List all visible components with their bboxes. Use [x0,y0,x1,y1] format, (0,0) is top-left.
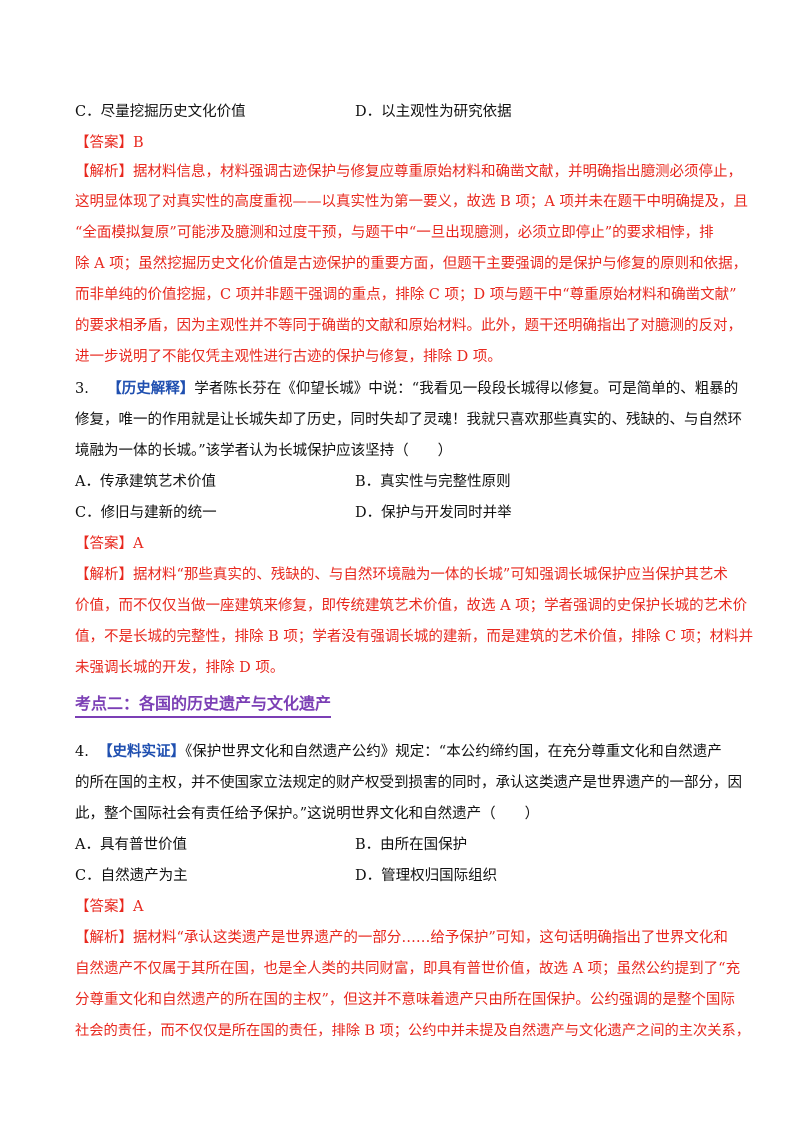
q4-stem-line: 4. 【史料实证】《保护世界文化和自然遗产公约》规定：“本公约缔约国，在充分尊重… [75,743,722,760]
q2-answer: 【答案】B [75,131,144,152]
q3-option-c: C．修旧与建新的统一 [75,505,217,521]
q3-analysis-line: 价值，而不仅仅当做一座建筑来修复，即传统建筑艺术价值，故选 A 项；学者强调的史… [75,598,748,614]
q2-analysis-line: 进一步说明了不能仅凭主观性进行古迹的保护与修复，排除 D 项。 [75,349,502,365]
q4-option-b: B．由所在国保护 [355,837,468,853]
answer-tag: 【答案】 [75,135,133,151]
analysis-tag: 【解析】 [75,930,133,946]
q4-option-d: D．管理权归国际组织 [355,868,498,884]
q4-analysis-line: 自然遗产不仅属于其所在国，也是全人类的共同财富，即具有普世价值，故选 A 项；虽… [75,961,741,977]
q3-option-a: A．传承建筑艺术价值 [75,474,216,490]
q3-stem-line: 境融为一体的长城。”该学者认为长城保护应该坚持（ ） [75,443,453,459]
q3-tag: 【历史解释】 [107,380,195,397]
answer-tag: 【答案】 [75,536,133,552]
q4-analysis-line: 社会的责任，而不仅仅是所在国的责任，排除 B 项；公约中并未提及自然遗产与文化遗… [75,1023,751,1039]
answer-value: B [133,135,144,151]
q2-option-c: C．尽量挖掘历史文化价值 [75,104,246,120]
q3-stem-line: 修复，唯一的作用就是让长城失却了历史，同时失却了灵魂！我就只喜欢那些真实的、残缺… [75,412,742,428]
q2-analysis-line: 除 A 项；虽然挖掘历史文化价值是古迹保护的重要方面，但题干主要强调的是保护与修… [75,256,748,272]
q2-option-d: D．以主观性为研究依据 [355,104,512,120]
q4-option-c: C．自然遗产为主 [75,868,188,884]
q2-analysis-line: 而非单纯的价值挖掘，C 项并非题干强调的重点，排除 C 项；D 项与题干中“尊重… [75,287,737,303]
q3-number: 3. [75,381,89,397]
q3-option-d: D．保护与开发同时并举 [355,505,512,521]
answer-tag: 【答案】 [75,899,133,915]
q4-answer: 【答案】A [75,895,143,916]
answer-value: A [133,536,144,552]
q4-stem-line: 此，整个国际社会有责任给予保护。”这说明世界文化和自然遗产（ ） [75,806,540,822]
q3-stem-line: 3. 【历史解释】学者陈长芬在《仰望长城》中说：“我看见一段段长城得以修复。可是… [75,380,739,397]
q2-analysis-line: 【解析】据材料信息，材料强调古迹保护与修复应尊重原始材料和确凿文献，并明确指出臆… [75,164,742,180]
q3-analysis-line: 【解析】据材料“那些真实的、残缺的、与自然环境融为一体的长城”可知强调长城保护应… [75,567,728,583]
q3-option-b: B．真实性与完整性原则 [355,474,511,490]
section-title: 考点二：各国的历史遗产与文化遗产 [75,690,332,718]
q4-stem-line: 的所在国的主权，并不使国家立法规定的财产权受到损害的同时，承认这类遗产是世界遗产… [75,775,742,791]
q4-analysis-line: 【解析】据材料“承认这类遗产是世界遗产的一部分……给予保护”可知，这句话明确指出… [75,930,728,946]
q4-number: 4. [75,744,89,760]
q2-analysis-line: 这明显体现了对真实性的高度重视——以真实性为第一要义，故选 B 项；A 项并未在… [75,194,748,210]
answer-value: A [133,899,144,915]
q3-answer: 【答案】A [75,532,143,553]
q4-analysis-line: 分尊重文化和自然遗产的所在国的主权”，但这并不意味着遗产只由所在国保护。公约强调… [75,992,735,1008]
q4-tag: 【史料实证】 [98,743,186,760]
q2-analysis-line: 的要求相矛盾，因为主观性并不等同于确凿的文献和原始材料。此外，题干还明确指出了对… [75,318,742,334]
analysis-tag: 【解析】 [75,567,133,583]
q3-analysis-line: 值，不是长城的完整性，排除 B 项；学者没有强调长城的建新，而是建筑的艺术价值，… [75,629,754,645]
q2-analysis-line: “全面模拟复原”可能涉及臆测和过度干预，与题干中“一旦出现臆测，必须立即停止”的… [75,225,714,241]
q3-analysis-line: 未强调长城的开发，排除 D 项。 [75,660,285,676]
q4-option-a: A．具有普世价值 [75,837,187,853]
analysis-tag: 【解析】 [75,164,133,180]
